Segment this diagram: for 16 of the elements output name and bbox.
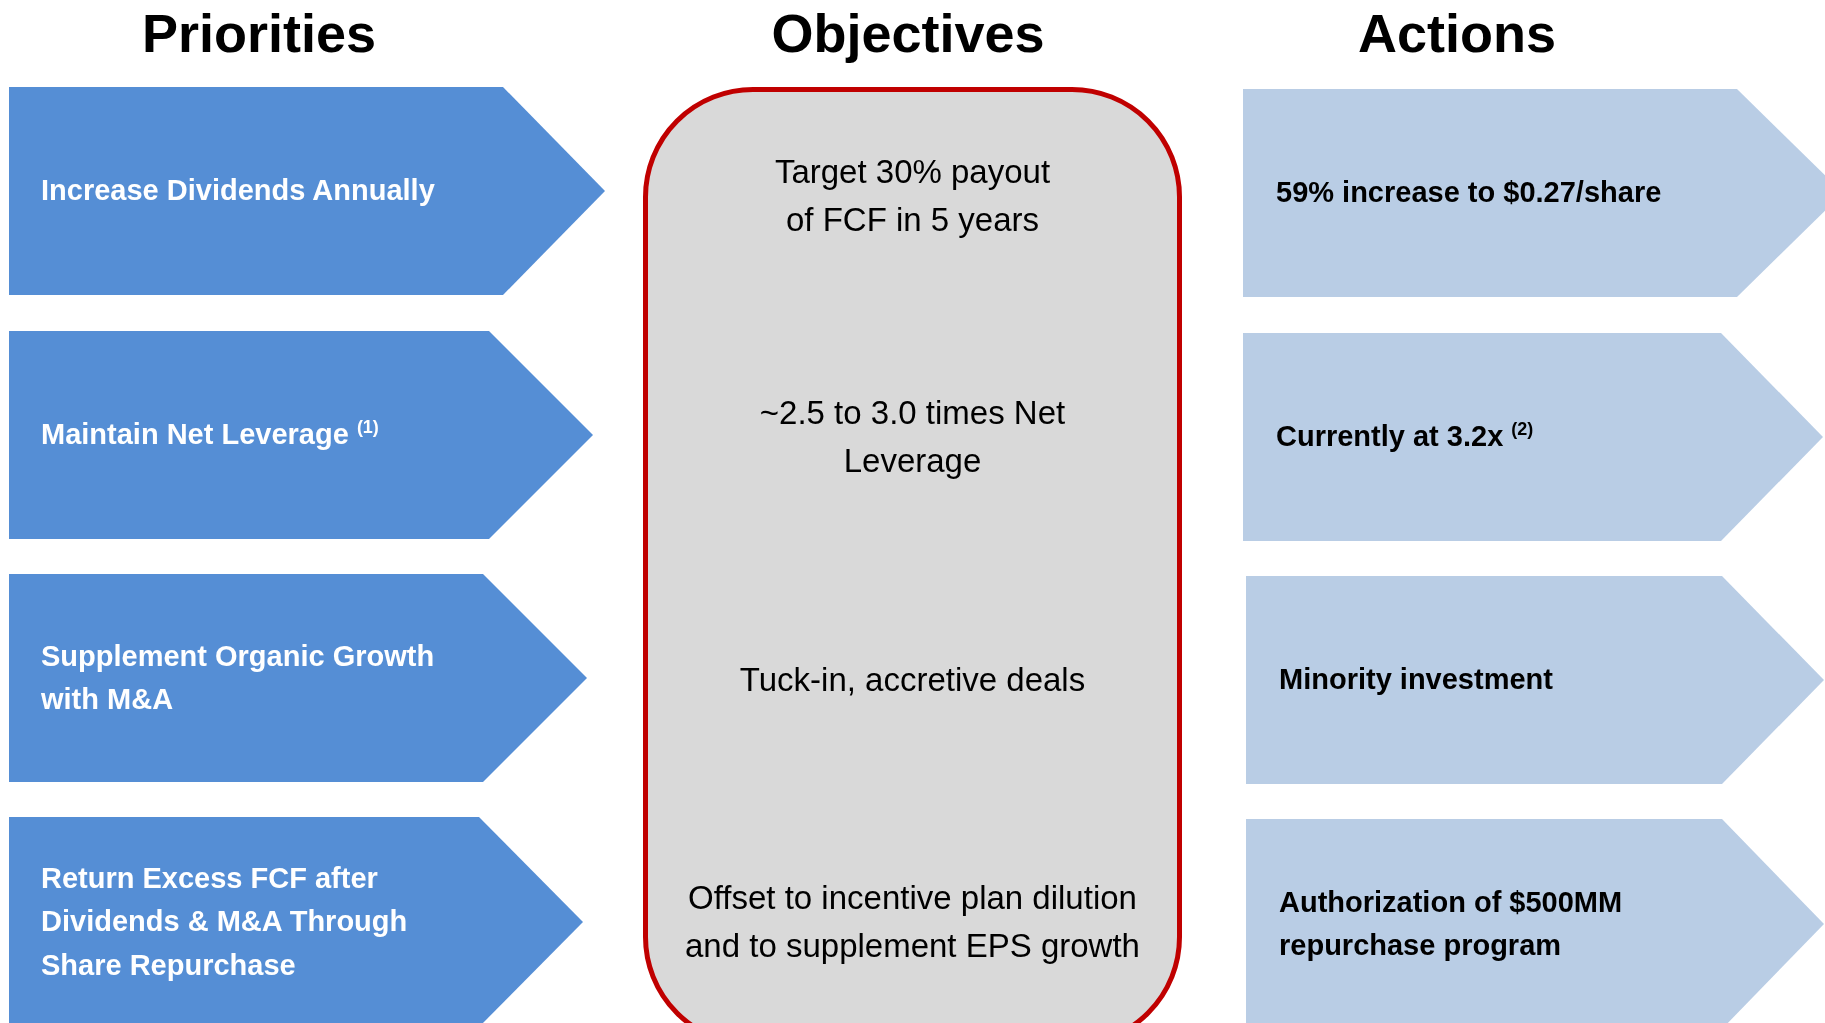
chevron-label: Minority investment	[1279, 662, 1553, 698]
chevron-label: Authorization of $500MM repurchase program	[1279, 884, 1624, 963]
objective-text: Target 30% payout of FCF in 5 years	[773, 152, 1052, 240]
chevron-label: Currently at 3.2x $^{(2)}$	[1276, 418, 1534, 455]
column-heading: Actions	[1358, 2, 1556, 64]
chevron-label: 59% increase to $0.27/share	[1276, 175, 1662, 211]
chevron-label: Maintain Net Leverage $^{(1)}$	[41, 416, 379, 453]
chevron-label: Increase Dividends Annually	[41, 173, 435, 209]
objectives-panel	[643, 87, 1182, 1023]
column-heading: Objectives	[771, 2, 1045, 64]
chevron-label: Supplement Organic Growth with M&A	[41, 638, 436, 717]
objective-text: ~2.5 to 3.0 times Net Leverage	[758, 393, 1067, 481]
column-heading: Priorities	[141, 2, 377, 64]
objective-text: Offset to incentive plan dilution and to supplement EPS growth	[684, 878, 1141, 966]
objective-text: Tuck-in, accretive deals	[738, 660, 1087, 701]
chevron-label: Return Excess FCF after Dividends & M&A Through Share Repurchase	[41, 860, 409, 983]
